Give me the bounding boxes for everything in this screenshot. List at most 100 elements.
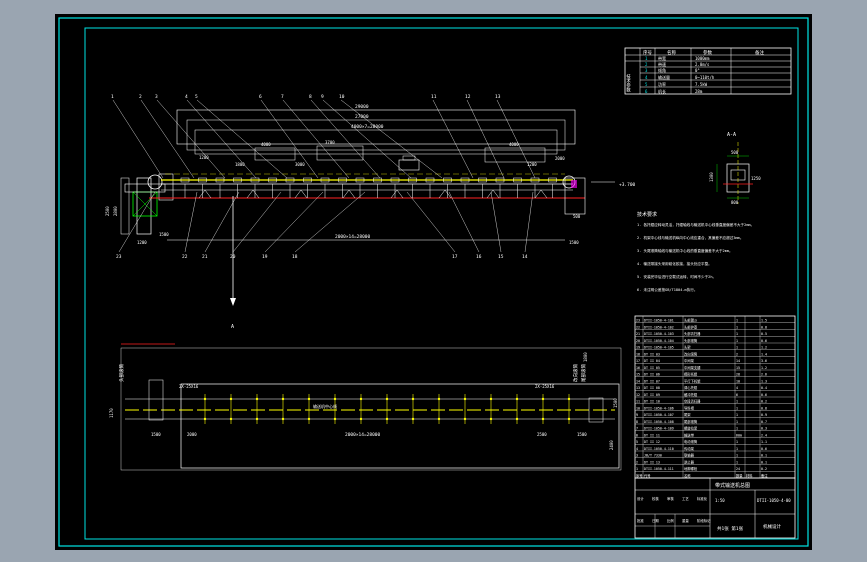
idler bbox=[425, 177, 435, 183]
drawing-title: 带式输送机总图 bbox=[715, 482, 750, 489]
idler bbox=[460, 177, 470, 183]
bom-cell: 头部滚筒 bbox=[684, 338, 698, 343]
leader-line bbox=[294, 191, 366, 253]
bom-cell: 1 bbox=[736, 440, 738, 444]
bom-cell: 0.2 bbox=[761, 400, 767, 404]
bom-cell: 4 bbox=[636, 447, 638, 451]
bom-cell: 22 bbox=[636, 325, 640, 329]
frame-brace bbox=[396, 189, 404, 199]
callout-bottom: 18 bbox=[292, 254, 298, 260]
frame-brace bbox=[390, 189, 398, 199]
bom-cell: 3 bbox=[636, 454, 638, 458]
drawing-scale: 1:50 bbox=[715, 498, 725, 503]
bom-cell: 10 bbox=[636, 406, 640, 410]
idler bbox=[548, 177, 557, 183]
plan-bolt bbox=[515, 397, 519, 401]
spec-row-value: 28m bbox=[695, 89, 703, 94]
dim-seg-e: 4000 bbox=[509, 142, 519, 147]
bom-cell: 1 bbox=[736, 319, 738, 323]
bom-cell: 0.3 bbox=[761, 427, 767, 431]
bom-cell: 0.6 bbox=[761, 393, 767, 397]
bom-cell: DT II 07 bbox=[644, 379, 660, 383]
leader-line bbox=[466, 99, 505, 179]
title-block: 带式输送机总图 DTII-1050-4-00 1:50 共1张 第1张 机械设计… bbox=[634, 477, 796, 539]
bom-cell: 7 bbox=[636, 427, 638, 431]
plan-dim-h-right-c: 2400 bbox=[609, 440, 614, 450]
tech-requirements: 技术要求 1. 各托辊应转动灵活，托辊轴线与输送机中心线垂直度偏差不大于2mm。… bbox=[637, 211, 754, 292]
bom-cell: DT II 05 bbox=[644, 366, 660, 370]
idler bbox=[180, 177, 190, 183]
bom-cell: DT II 11 bbox=[644, 433, 660, 437]
plan-right-note: 2X-25X16 bbox=[535, 384, 555, 389]
spec-h3: 备注 bbox=[755, 49, 764, 56]
bom-cell: DTII-1050-4-111 bbox=[644, 467, 674, 471]
leader-line bbox=[264, 191, 324, 253]
bom-cell: DTII-1050-4-103 bbox=[644, 332, 674, 336]
bom-cell: 12 bbox=[636, 393, 640, 397]
bom-cell: 28 bbox=[736, 373, 740, 377]
bom-cell: 0.6 bbox=[761, 447, 767, 451]
bom-cell: DT II 12 bbox=[644, 440, 660, 444]
dim-overall-2: 27000 bbox=[355, 114, 369, 120]
title-cell: 日期 bbox=[652, 518, 659, 523]
bom-cell: 9 bbox=[636, 413, 638, 417]
plan-view: 头部滚筒 改向滚筒 尾部滚筒 2X-25X16 2X-25X16 输送机中心线 … bbox=[109, 343, 622, 471]
bom-cell: 2.6 bbox=[761, 373, 767, 377]
plan-dim-right-b: 1500 bbox=[577, 432, 587, 437]
leader-line bbox=[490, 191, 502, 253]
plan-bolt bbox=[567, 397, 571, 401]
dim-right-w: 1500 bbox=[569, 240, 579, 245]
tech-line: 5. 安装完毕后进行空载试运转，时间不少于2h。 bbox=[637, 274, 716, 279]
bom-cell: 0.1 bbox=[761, 454, 767, 458]
bom-cell: 1 bbox=[736, 460, 738, 464]
plan-left-note: 2X-25X16 bbox=[179, 384, 199, 389]
spec-row-no: 3 bbox=[645, 68, 648, 73]
bom-cell: 24 bbox=[736, 467, 740, 471]
bom-cell: 1 bbox=[736, 454, 738, 458]
bom-cell: DT II 09 bbox=[644, 393, 660, 397]
idler bbox=[285, 177, 295, 183]
plan-mid-note: 输送机中心线 bbox=[313, 403, 337, 409]
bom-cell: DT II 04 bbox=[644, 359, 660, 363]
callout-bottom: 17 bbox=[452, 254, 458, 260]
callout-bottom: 20 bbox=[230, 254, 236, 260]
idler bbox=[495, 177, 505, 183]
spec-h0: 序号 bbox=[643, 49, 652, 56]
title-cell: 工艺 bbox=[682, 496, 689, 501]
title-cell: 标准化 bbox=[697, 496, 708, 501]
bom-cell: 平行下托辊 bbox=[684, 378, 701, 383]
callout-top: 6 bbox=[259, 94, 262, 100]
idler bbox=[215, 177, 225, 183]
frame-brace bbox=[294, 189, 302, 199]
plan-bolt bbox=[489, 397, 493, 401]
bom-cell: 60m bbox=[736, 433, 742, 437]
callout-top: 3 bbox=[155, 94, 158, 100]
callout-bottom: 16 bbox=[476, 254, 482, 260]
bom-cell: 调心托辊 bbox=[684, 385, 698, 390]
plan-right-label-1: 改向滚筒 bbox=[572, 364, 579, 382]
bom-cell: 改向滚筒 bbox=[684, 351, 698, 356]
plan-dim-left: 2000 bbox=[187, 432, 197, 437]
idler bbox=[198, 177, 207, 183]
plan-bolt bbox=[515, 417, 519, 421]
callout-bottom: 23 bbox=[116, 254, 122, 260]
bom-cell: DT II 03 bbox=[644, 352, 660, 356]
plan-bolt bbox=[437, 397, 441, 401]
idler bbox=[338, 177, 347, 183]
callout-bottom: 22 bbox=[182, 254, 188, 260]
tech-line: 6. 未注明公差按GB/T1804-m执行。 bbox=[637, 287, 697, 292]
tech-title: 技术要求 bbox=[637, 211, 657, 218]
dim-seg-b: 3700 bbox=[325, 140, 335, 145]
tech-line: 3. 头尾滚筒轴线与输送机中心线的垂直度偏差不大于2mm。 bbox=[637, 248, 733, 253]
frame-brace bbox=[342, 189, 350, 199]
bom-cell: 1 bbox=[736, 339, 738, 343]
dim-seg-a: 4000 bbox=[261, 142, 271, 147]
bom-cell: 1 bbox=[736, 325, 738, 329]
bom-cell: DT II 08 bbox=[644, 386, 660, 390]
spec-row-value: 1000mm bbox=[695, 56, 710, 61]
bom-cell: DTII-1050-4-105 bbox=[644, 346, 674, 350]
bom-cell: 尾架 bbox=[684, 412, 691, 417]
bom-cell: 0.1 bbox=[761, 460, 767, 464]
